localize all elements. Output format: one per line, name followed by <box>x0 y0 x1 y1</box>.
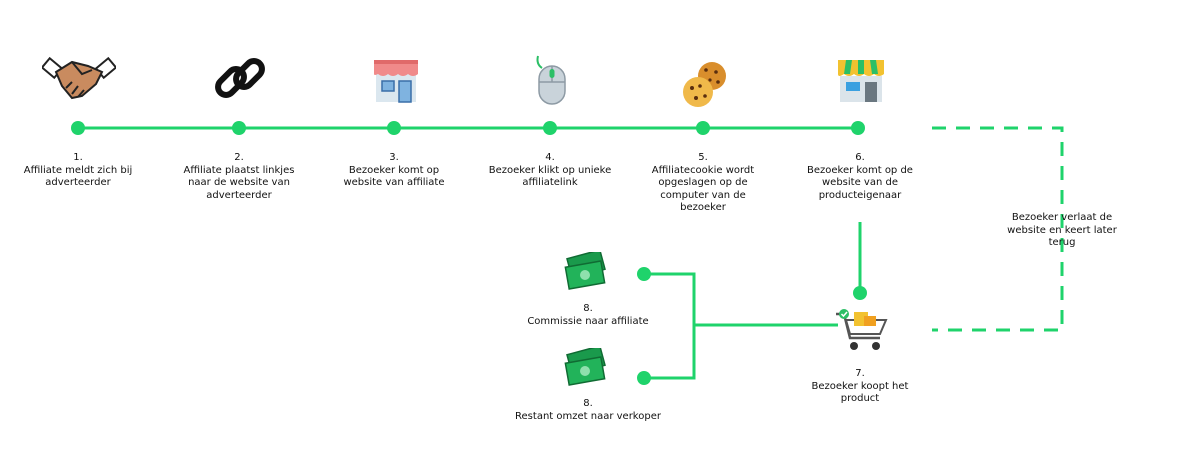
purchase-label: 7. Bezoeker koopt het product <box>811 368 909 404</box>
step-label-3: 3. Bezoeker komt op website van affiliat… <box>343 152 445 188</box>
step-label-5: 5. Affiliatecookie wordt opgeslagen op d… <box>651 152 755 213</box>
handshake-icon <box>42 56 116 100</box>
step-node-2 <box>232 121 246 135</box>
step-label-1: 1. Affiliate meldt zich bij adverteerder <box>23 152 133 188</box>
shop-icon <box>838 60 884 102</box>
step-node-6 <box>851 121 865 135</box>
return-note: Bezoeker verlaat de website en keert lat… <box>1007 212 1117 248</box>
step-node-5 <box>696 121 710 135</box>
step-label-6: 6. Bezoeker komt op de website van de pr… <box>807 152 913 201</box>
shopping-cart-icon <box>836 309 888 350</box>
payout-label-remainder: 8. Restant omzet naar verkoper <box>515 398 661 422</box>
payout-bracket <box>644 272 696 380</box>
purchase-node <box>853 286 867 300</box>
step-node-3 <box>387 121 401 135</box>
payout-label-commission: 8. Commissie naar affiliate <box>527 303 649 327</box>
return-path-dashed <box>932 126 1064 332</box>
payout-node-1 <box>637 267 651 281</box>
payout-node-2 <box>637 371 651 385</box>
step-label-4: 4. Bezoeker klikt op unieke affiliatelin… <box>488 152 612 188</box>
step-label-2: 2. Affiliate plaatst linkjes naar de web… <box>183 152 295 201</box>
step-node-4 <box>543 121 557 135</box>
store-icon <box>374 60 418 103</box>
money-icon <box>564 348 606 386</box>
cookie-icon <box>683 62 726 107</box>
step-node-1 <box>71 121 85 135</box>
link-icon <box>215 58 265 98</box>
money-icon <box>564 252 606 290</box>
mouse-icon <box>536 55 566 105</box>
